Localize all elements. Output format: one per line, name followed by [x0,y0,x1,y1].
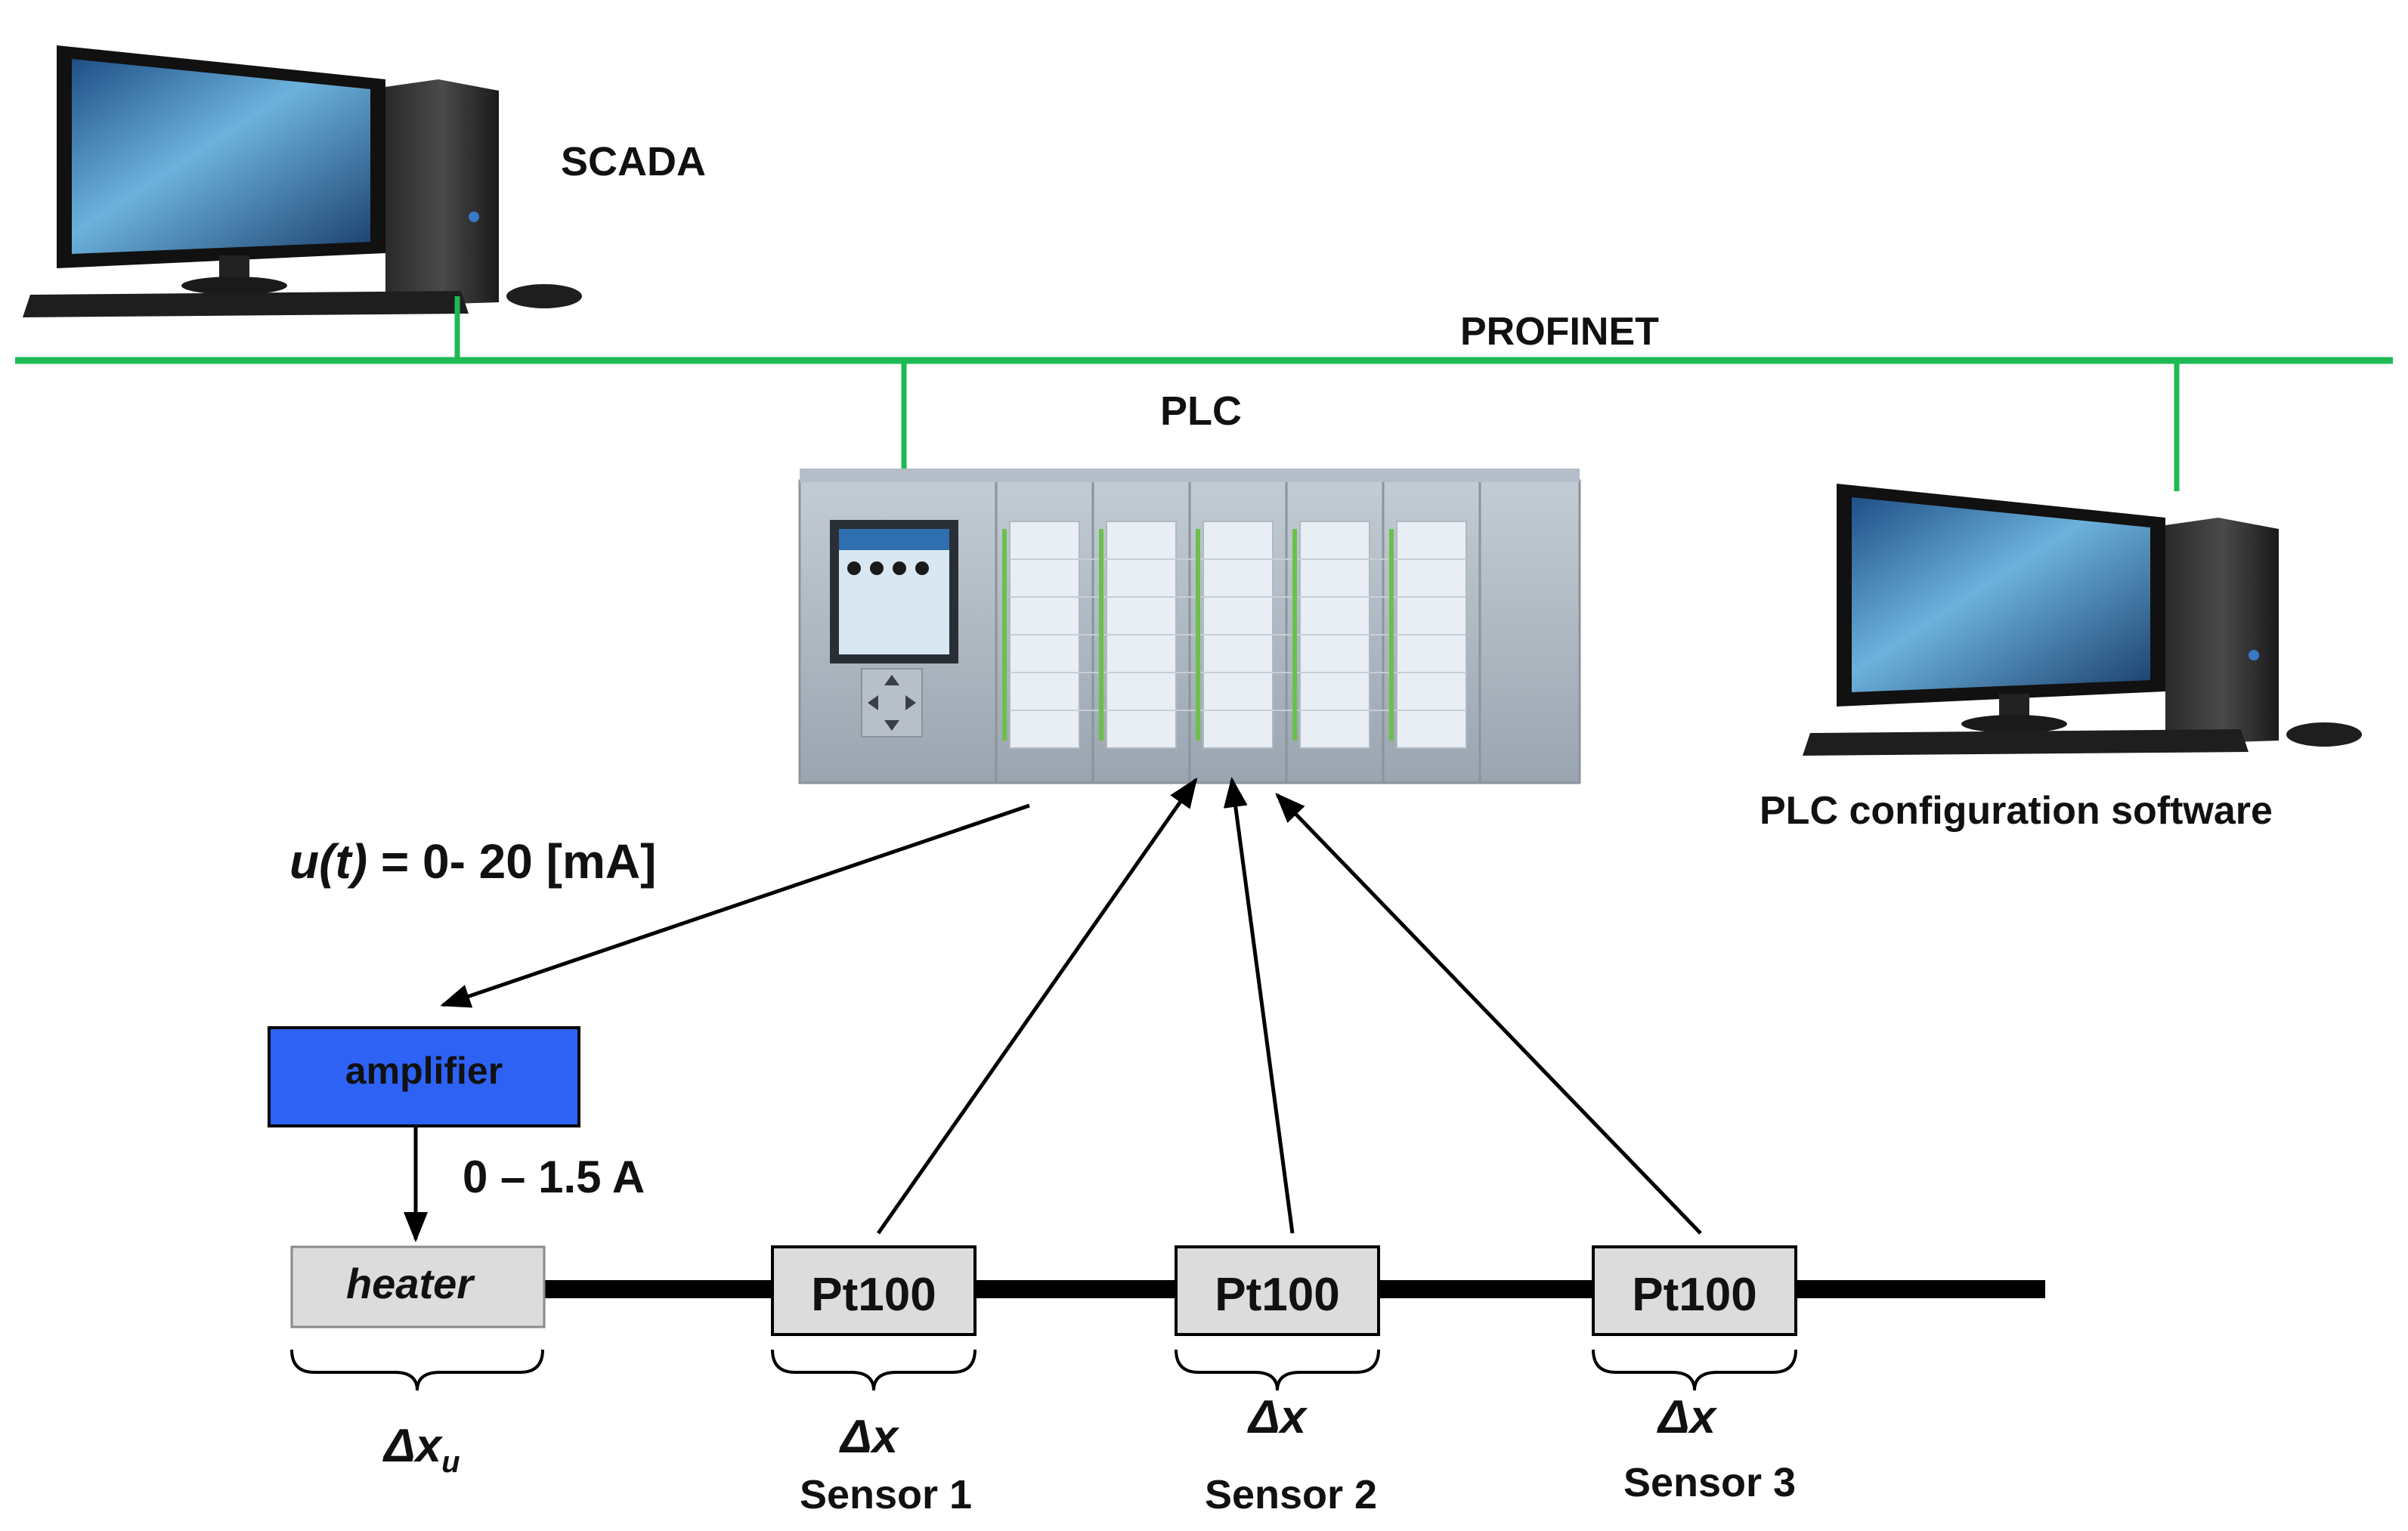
scada-computer-icon [23,45,582,317]
dx-u-sub: u [441,1446,460,1479]
sensor-2-dx: Δx [1247,1391,1308,1443]
control-signal-var: u(t) [289,834,367,889]
sensor-3-label: Sensor 3 [1623,1460,1796,1505]
plc-software-label: PLC configuration software [1760,789,2273,833]
sensor-1-type: Pt100 [811,1269,936,1321]
amplifier-block: amplifier [268,1026,580,1127]
sensor-2-type: Pt100 [1215,1269,1339,1321]
plc-rack-icon [798,469,1581,784]
sensor-3-type: Pt100 [1632,1269,1756,1321]
plc-config-computer-icon [1803,484,2362,756]
sensor-1-label: Sensor 1 [800,1472,972,1517]
amplifier-label: amplifier [345,1050,503,1092]
dx-u-main: Δx [382,1420,444,1472]
heater-block: heater [290,1245,546,1328]
plc-label: PLC [1160,388,1242,434]
sensor-2-label: Sensor 2 [1205,1472,1377,1517]
profinet-bus [15,296,2393,491]
scada-label: SCADA [561,139,706,184]
braces [290,1349,1797,1391]
current-range-label: 0 – 1.5 A [463,1152,645,1202]
sensor-3-dx: Δx [1657,1391,1718,1443]
control-signal-range: = 0- 20 [mA] [367,834,656,889]
heater-label: heater [346,1260,475,1307]
profinet-label: PROFINET [1460,310,1659,354]
control-signal-label: u(t) = 0- 20 [mA] [289,834,656,889]
sensor-3-block: Pt100 [1592,1245,1797,1336]
signal-arrows [404,777,1702,1242]
sensor-1-block: Pt100 [771,1245,977,1336]
sensor-2-block: Pt100 [1175,1245,1380,1336]
dx-u-label: Δxu [382,1420,460,1479]
sensor-1-dx: Δx [839,1411,900,1463]
